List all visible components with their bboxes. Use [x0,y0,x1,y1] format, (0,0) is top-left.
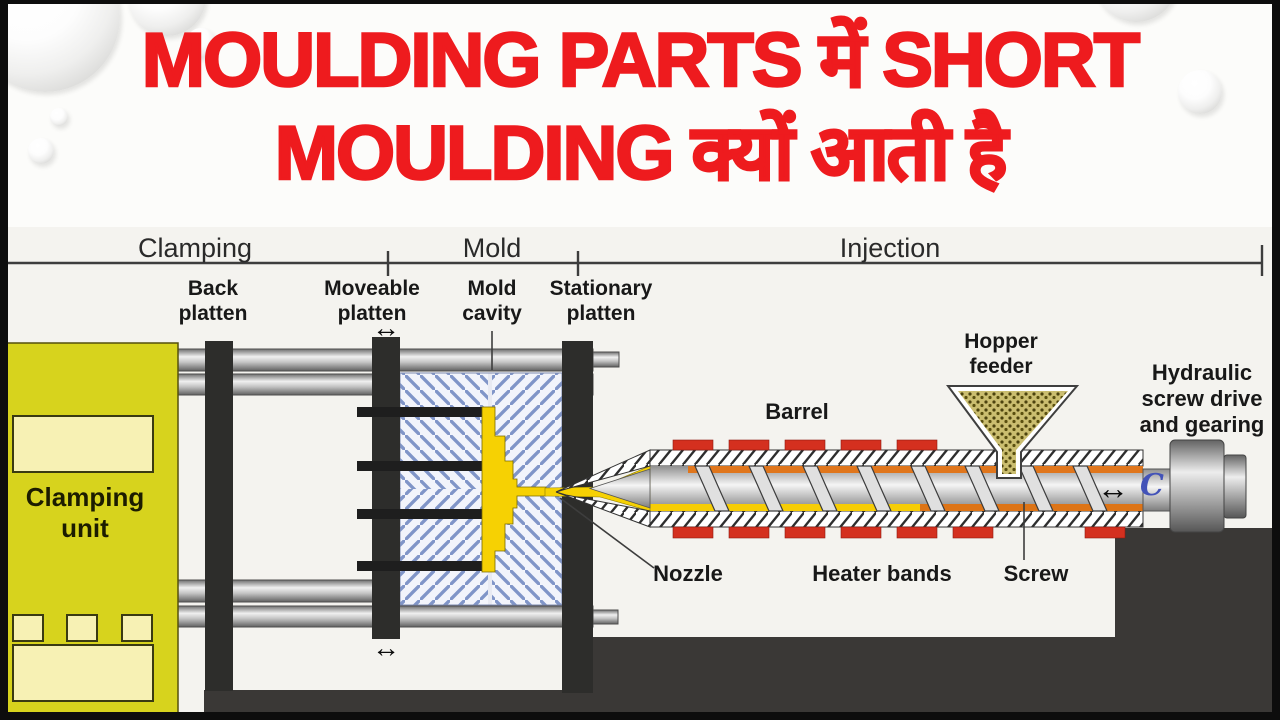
moveable-platten-arrow-icon: ↔ [372,312,400,343]
stationary-platten [562,341,593,693]
label-clamping-unit: Clamping unit [25,482,145,543]
nozzle [544,449,651,528]
label-barrel: Barrel [765,399,829,424]
top-letterbox-bar [0,0,1280,4]
label-nozzle: Nozzle [653,561,723,586]
hopper-feeder [946,385,1080,479]
label-heater-bands: Heater bands [812,561,952,586]
label-mold-cavity: Mold cavity [462,277,522,325]
moveable-platten [372,337,400,639]
bubble-icon [186,28,216,58]
bottom-letterbox-bar [0,712,1280,720]
moveable-platten-arrow-icon: ↔ [372,632,400,663]
screw-travel-arrow-icon: ↔ [1097,470,1129,506]
screw-flights [694,465,1108,512]
barrel [544,385,1247,539]
label-moveable-platten: Moveable platten [324,277,420,325]
label-hopper-feeder: Hopper feeder [964,330,1038,378]
bubble-icon [50,108,68,126]
label-hydraulic-drive: Hydraulic screw drive and gearing [1139,360,1265,437]
bubble-icon [1178,70,1222,114]
section-label-injection: Injection [839,233,941,263]
left-letterbox-bar [0,0,8,720]
screw-tip [588,468,651,509]
plastic-pellets [958,391,1068,474]
screw-rotation-symbol: C [1140,468,1164,503]
label-stationary-platten: Stationary platten [549,277,653,325]
hydraulic-drive [1142,439,1247,533]
ejector-pins [357,407,486,571]
leader-lines [491,331,1025,569]
section-label-mold: Mold [462,233,522,263]
title-line-1: MOULDING PARTS में SHORT [141,17,1142,105]
section-label-clamping: Clamping [137,233,253,263]
bubble-icon [28,138,54,164]
back-platten [205,341,233,691]
screw-core [650,466,1143,511]
title-background [8,4,1272,227]
right-letterbox-bar [1272,0,1280,720]
heater-bands [672,439,1126,539]
section-bracket [8,245,1264,276]
clamping-unit [0,342,179,714]
label-back-platten: Back platten [178,277,248,325]
page-title: MOULDING PARTS में SHORT MOULDING क्यों … [8,14,1272,200]
label-screw: Screw [1003,561,1069,586]
machine-base [204,528,1272,714]
title-line-2: MOULDING क्यों आती है [273,110,1008,198]
